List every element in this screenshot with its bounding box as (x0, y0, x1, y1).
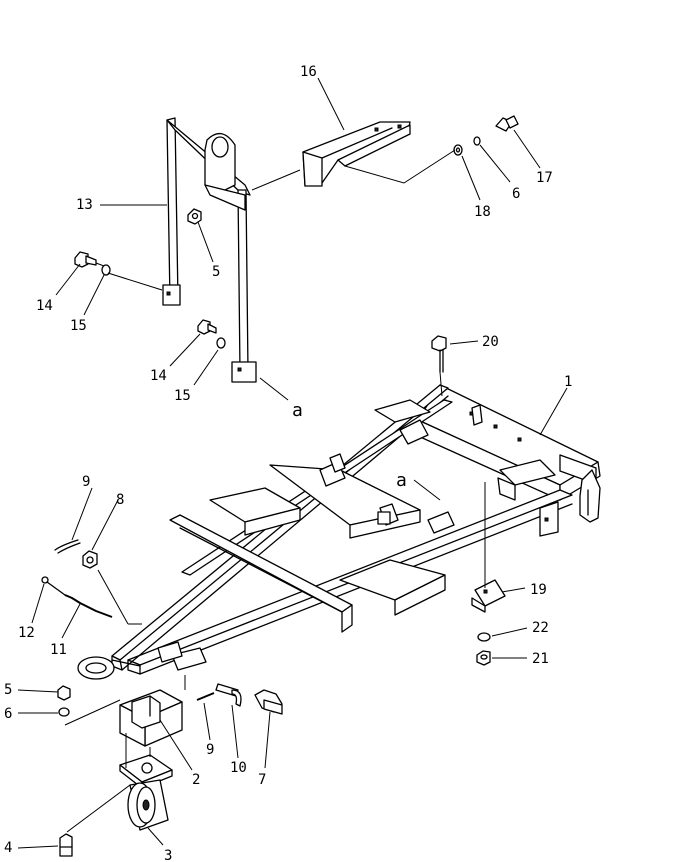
callout-15-left: 15 (70, 318, 87, 334)
callout-21: 21 (532, 651, 549, 667)
part-9-pin-upper (54, 539, 81, 554)
part-14-bolt-left (74, 251, 97, 268)
part-15-washer-center (216, 337, 226, 349)
part-17-bolt (495, 115, 519, 132)
part-18-washer (453, 144, 463, 156)
part-5-nut-bottom (57, 685, 71, 701)
part-14-bolt-center (197, 319, 217, 335)
callout-labels: 16 17 6 18 13 5 14 15 14 15 a 20 1 a 9 8… (4, 64, 572, 862)
callout-9-lower: 9 (206, 742, 214, 758)
part-1-main-frame (77, 384, 601, 680)
callout-3: 3 (164, 848, 172, 862)
part-4-bolt (59, 833, 73, 857)
callout-6-bottom: 6 (4, 706, 12, 722)
part-5-nut-top (187, 208, 202, 225)
callout-14-center: 14 (150, 368, 167, 384)
callout-22: 22 (532, 620, 549, 636)
callout-1: 1 (564, 374, 572, 390)
callout-12: 12 (18, 625, 35, 641)
callout-18: 18 (474, 204, 491, 220)
callout-11: 11 (50, 642, 67, 658)
part-3-caster-wheel (119, 754, 173, 831)
callout-5-bottom: 5 (4, 682, 12, 698)
part-11-chain (64, 594, 113, 618)
part-6-lock-washer-top (473, 136, 481, 146)
part-16-channel-bracket (302, 121, 411, 187)
callout-8: 8 (116, 492, 124, 508)
callout-16: 16 (300, 64, 317, 80)
explosion-lines (64, 149, 486, 833)
callout-15-center: 15 (174, 388, 191, 404)
part-9-pin-lower (196, 692, 215, 701)
leader-lines (17, 77, 568, 849)
callout-5-top: 5 (212, 264, 220, 280)
reference-a-frame: a (396, 470, 407, 491)
part-7-bolt (254, 689, 283, 715)
callout-9-upper: 9 (82, 474, 90, 490)
callout-14-left: 14 (36, 298, 53, 314)
callout-6-top: 6 (512, 186, 520, 202)
part-10-hitch-pin (215, 683, 242, 707)
callout-4: 4 (4, 840, 12, 856)
part-22-washer (477, 632, 491, 642)
callout-20: 20 (482, 334, 499, 350)
part-20-bolt (431, 335, 447, 373)
callout-7: 7 (258, 772, 266, 788)
part-2-caster-bracket (119, 689, 183, 747)
callout-10: 10 (230, 760, 247, 776)
callout-13: 13 (76, 197, 93, 213)
callout-19: 19 (530, 582, 547, 598)
part-15-washer-left (101, 264, 111, 276)
part-21-nut (476, 650, 491, 666)
callout-17: 17 (536, 170, 553, 186)
reference-a-top: a (292, 400, 303, 421)
part-8-nut (82, 550, 98, 569)
part-6-washer-bottom (58, 707, 70, 717)
lifting-eye-plate (204, 133, 246, 211)
callout-2: 2 (192, 772, 200, 788)
part-12-pin (41, 576, 66, 596)
part-19-plate (471, 579, 506, 613)
